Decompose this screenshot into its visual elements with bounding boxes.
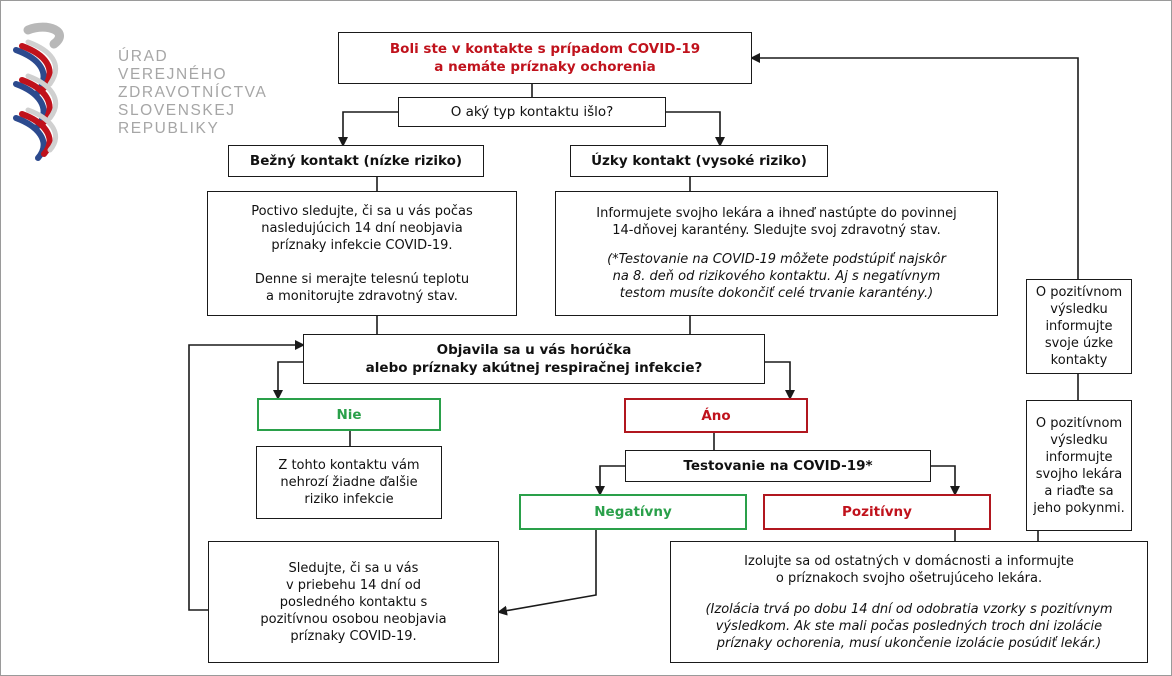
symptoms-question-text: Objavila sa u vás horúčka alebo príznaky… [365, 342, 703, 376]
positive-isolation-text: Izolujte sa od ostatných v domácnosti a … [744, 553, 1074, 586]
negative-monitor-text: Sledujte, či sa u vás v priebehu 14 dní … [260, 560, 447, 644]
low-risk-instructions: Poctivo sledujte, či sa u vás počas nasl… [207, 191, 517, 316]
inform-doctor-text: O pozitívnom výsledku informujte svojho … [1033, 415, 1125, 516]
contact-type-question-text: O aký typ kontaktu išlo? [450, 104, 614, 120]
yes-label: Áno [701, 407, 731, 424]
positive-label-box: Pozitívny [763, 494, 991, 530]
negative-monitor-box: Sledujte, či sa u vás v priebehu 14 dní … [208, 541, 499, 663]
logo-line-1: ÚRAD [118, 48, 169, 65]
low-risk-heading: Bežný kontakt (nízke riziko) [228, 145, 484, 177]
title-line-1: Boli ste v kontakte s prípadom COVID-19 [389, 41, 701, 57]
no-risk-box: Z tohto kontaktu vám nehrozí žiadne ďalš… [256, 446, 442, 519]
arrow-to-no [273, 361, 303, 400]
slovak-public-health-logo-icon [13, 22, 64, 161]
symptoms-question: Objavila sa u vás horúčka alebo príznaky… [303, 334, 765, 384]
arrow-to-yes [765, 361, 795, 400]
title-box: Boli ste v kontakte s prípadom COVID-19 … [338, 32, 752, 84]
low-risk-heading-text: Bežný kontakt (nízke riziko) [249, 153, 463, 169]
testing-box: Testovanie na COVID-19* [625, 450, 931, 482]
negative-label: Negatívny [594, 504, 672, 520]
arrow-to-high-risk [666, 111, 725, 147]
arrow-to-negative [595, 465, 625, 496]
logo-line-5: REPUBLIKY [118, 120, 220, 137]
positive-isolation-box: Izolujte sa od ostatných v domácnosti a … [670, 541, 1148, 663]
inform-contacts-text: O pozitívnom výsledku informujte svoje ú… [1035, 285, 1123, 368]
contact-type-question: O aký typ kontaktu išlo? [398, 97, 666, 127]
arrow-to-low-risk [338, 111, 398, 147]
arrow-loop-back-title [750, 53, 1079, 279]
positive-label: Pozitívny [842, 504, 912, 520]
arrow-negative-to-monitor [497, 530, 597, 616]
low-risk-instructions-text: Poctivo sledujte, či sa u vás počas nasl… [251, 203, 473, 304]
no-label-box: Nie [257, 398, 441, 431]
inform-contacts-box: O pozitívnom výsledku informujte svoje ú… [1026, 279, 1132, 374]
high-risk-heading-text: Úzky kontakt (vysoké riziko) [591, 153, 807, 169]
arrow-to-positive [931, 465, 960, 496]
title-line-2: a nemáte príznaky ochorenia [434, 59, 656, 75]
high-risk-instructions-text: Informujete svojho lekára a ihneď nastúp… [596, 206, 957, 238]
negative-label-box: Negatívny [519, 494, 747, 530]
inform-doctor-box: O pozitívnom výsledku informujte svojho … [1026, 400, 1132, 531]
yes-label-box: Áno [624, 398, 808, 433]
logo-line-4: SLOVENSKEJ [118, 102, 236, 119]
logo-line-2: VEREJNÉHO [118, 66, 228, 83]
testing-text: Testovanie na COVID-19* [683, 458, 873, 474]
high-risk-heading: Úzky kontakt (vysoké riziko) [570, 145, 828, 177]
high-risk-testing-note: (*Testovanie na COVID-19 môžete podstúpi… [607, 252, 946, 301]
no-label: Nie [336, 406, 362, 423]
high-risk-instructions: Informujete svojho lekára a ihneď nastúp… [555, 191, 998, 316]
logo-line-3: ZDRAVOTNÍCTVA [118, 84, 268, 101]
logo-text: ÚRAD VEREJNÉHO ZDRAVOTNÍCTVA SLOVENSKEJ … [118, 48, 267, 138]
no-risk-text: Z tohto kontaktu vám nehrozí žiadne ďalš… [278, 458, 420, 507]
arrow-loop-back-symptoms [188, 340, 305, 611]
positive-isolation-note: (Izolácia trvá po dobu 14 dní od odobrat… [705, 601, 1113, 651]
